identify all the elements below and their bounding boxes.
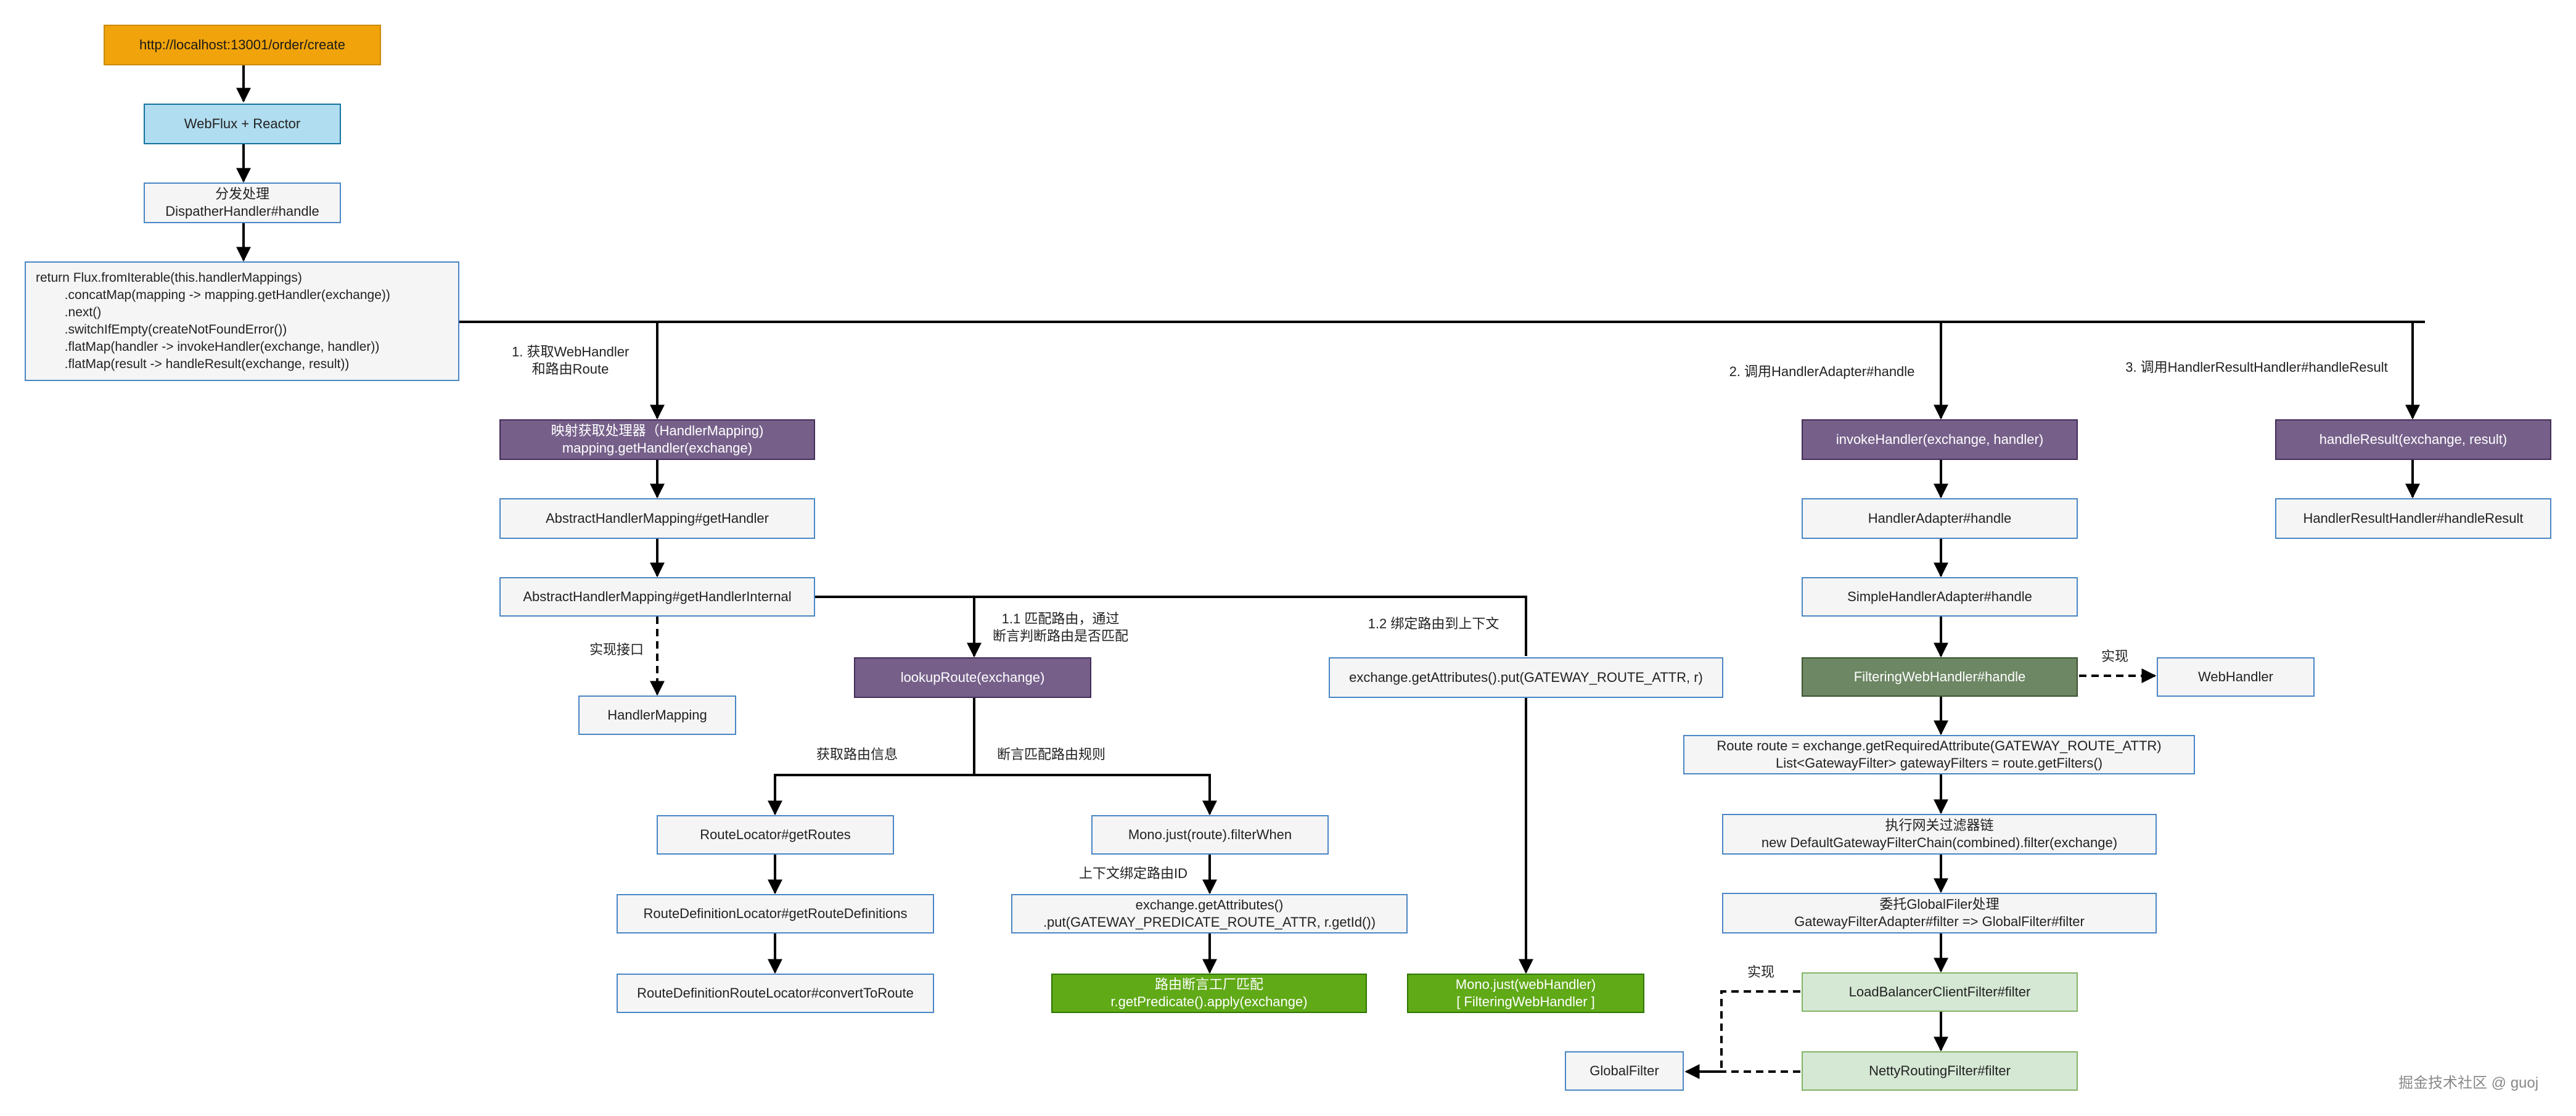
handler-mapping-text: HandlerMapping <box>607 707 707 723</box>
filter-chain-text-2: new DefaultGatewayFilterChain(combined).… <box>1761 835 2118 850</box>
code-line: .switchIfEmpty(createNotFoundError()) <box>36 322 287 337</box>
netty-routing-filter-node: NettyRoutingFilter#filter <box>1802 1051 2078 1091</box>
arrow-lookup-to-mono-filter <box>974 774 1217 816</box>
dashed-load-balancer-to-global-filter <box>1684 990 1800 1079</box>
filter-chain-text-1: 执行网关过滤器链 <box>1885 818 1994 833</box>
code-line: .flatMap(result -> handleResult(exchange… <box>36 357 350 371</box>
arrow-to-mapping <box>459 321 2425 418</box>
handler-adapter-text: HandlerAdapter#handle <box>1868 511 2012 526</box>
filter-chain-node: 执行网关过滤器链 new DefaultGatewayFilterChain(c… <box>1722 814 2157 855</box>
webflux-node: WebFlux + Reactor <box>144 104 341 144</box>
route-definition-locator-node: RouteDefinitionLocator#getRouteDefinitio… <box>617 894 934 933</box>
label-impl-interface: 实现接口 <box>589 642 644 657</box>
global-filter-adapter-text-1: 委托GlobalFiler处理 <box>1879 896 2000 912</box>
mapping-text-1: 映射获取处理器（HandlerMapping) <box>551 423 764 438</box>
global-filter-adapter-node: 委托GlobalFiler处理 GatewayFilterAdapter#fil… <box>1722 893 2157 933</box>
label-get-route-info: 获取路由信息 <box>816 747 898 762</box>
mapping-node: 映射获取处理器（HandlerMapping) mapping.getHandl… <box>499 419 815 460</box>
abstract-get-handler-internal-node: AbstractHandlerMapping#getHandlerInterna… <box>499 577 815 617</box>
watermark: 掘金技术社区 @ guoj <box>2398 1075 2539 1091</box>
mono-web-handler-text-2: [ FilteringWebHandler ] <box>1456 994 1595 1009</box>
handle-result-text: handleResult(exchange, result) <box>2319 432 2508 447</box>
label-bind-route: 1.2 绑定路由到上下文 <box>1368 616 1499 631</box>
handler-result-handler-node: HandlerResultHandler#handleResult <box>2275 498 2551 539</box>
code-line: return Flux.fromIterable(this.handlerMap… <box>36 271 302 285</box>
load-balancer-filter-node: LoadBalancerClientFilter#filter <box>1802 972 2078 1012</box>
dispatcher-code-node: return Flux.fromIterable(this.handlerMap… <box>25 261 459 381</box>
route-definition-route-locator-node: RouteDefinitionRouteLocator#convertToRou… <box>617 974 934 1013</box>
global-filter-adapter-text-2: GatewayFilterAdapter#filter => GlobalFil… <box>1794 914 2085 929</box>
filtering-web-handler-text: FilteringWebHandler#handle <box>1853 669 2026 684</box>
route-locator-text: RouteLocator#getRoutes <box>700 827 851 842</box>
label-invoke-handler-adapter: 2. 调用HandlerAdapter#handle <box>1729 364 1915 379</box>
url-text: http://localhost:13001/order/create <box>139 37 345 52</box>
lookup-route-node: lookupRoute(exchange) <box>854 657 1091 698</box>
route-attr-text-2: List<GatewayFilter> gatewayFilters = rou… <box>1775 755 2103 771</box>
exchange-put-route-node: exchange.getAttributes().put(GATEWAY_ROU… <box>1329 657 1723 698</box>
exchange-attr-node: exchange.getAttributes() .put(GATEWAY_PR… <box>1011 894 1408 933</box>
exchange-attr-text-1: exchange.getAttributes() <box>1135 897 1284 913</box>
label-impl-web-handler: 实现 <box>2101 649 2128 664</box>
invoke-handler-node: invokeHandler(exchange, handler) <box>1802 419 2078 460</box>
label-invoke-result-handler: 3. 调用HandlerResultHandler#handleResult <box>2125 359 2388 375</box>
global-filter-text: GlobalFilter <box>1589 1063 1659 1078</box>
simple-handler-adapter-node: SimpleHandlerAdapter#handle <box>1802 577 2078 617</box>
arrow-lookup-to-route-locator <box>768 698 975 816</box>
handler-result-handler-text: HandlerResultHandler#handleResult <box>2303 511 2524 526</box>
code-line: .concatMap(mapping -> mapping.getHandler… <box>36 288 390 302</box>
predicate-text-2: r.getPredicate().apply(exchange) <box>1110 994 1308 1009</box>
web-handler-text: WebHandler <box>2198 669 2273 684</box>
route-attr-node: Route route = exchange.getRequiredAttrib… <box>1683 735 2195 774</box>
label-ctx-bind-route-id: 上下文绑定路由ID <box>1078 866 1188 881</box>
netty-routing-filter-text: NettyRoutingFilter#filter <box>1869 1063 2011 1078</box>
route-attr-text-1: Route route = exchange.getRequiredAttrib… <box>1717 738 2162 753</box>
mono-filter-when-node: Mono.just(route).filterWhen <box>1091 815 1329 855</box>
mono-web-handler-node: Mono.just(webHandler) [ FilteringWebHand… <box>1407 974 1644 1013</box>
mapping-text-2: mapping.getHandler(exchange) <box>562 440 753 456</box>
url-node: http://localhost:13001/order/create <box>104 25 381 65</box>
label-impl-global-filter: 实现 <box>1747 964 1774 980</box>
predicate-node: 路由断言工厂匹配 r.getPredicate().apply(exchange… <box>1051 974 1367 1013</box>
handle-result-node: handleResult(exchange, result) <box>2275 419 2551 460</box>
code-line: .flatMap(handler -> invokeHandler(exchan… <box>36 340 380 354</box>
label-get-web-handler: 1. 获取WebHandler 和路由Route <box>512 344 630 377</box>
webflux-text: WebFlux + Reactor <box>184 116 301 131</box>
route-locator-node: RouteLocator#getRoutes <box>657 815 894 855</box>
mono-web-handler-text-1: Mono.just(webHandler) <box>1455 977 1596 992</box>
route-definition-locator-text: RouteDefinitionLocator#getRouteDefinitio… <box>643 906 908 921</box>
handler-mapping-node: HandlerMapping <box>578 695 736 735</box>
dispatcher-text-1: 分发处理 <box>215 186 269 202</box>
exchange-attr-text-2: .put(GATEWAY_PREDICATE_ROUTE_ATTR, r.get… <box>1043 914 1376 930</box>
mono-filter-when-text: Mono.just(route).filterWhen <box>1128 827 1292 842</box>
exchange-put-route-text: exchange.getAttributes().put(GATEWAY_ROU… <box>1349 670 1703 685</box>
load-balancer-filter-text: LoadBalancerClientFilter#filter <box>1848 984 2031 999</box>
label-match-route: 1.1 匹配路由，通过 断言判断路由是否匹配 <box>992 611 1128 644</box>
abstract-get-handler-text: AbstractHandlerMapping#getHandler <box>546 511 769 526</box>
dispatcher-text-2: DispatherHandler#handle <box>165 203 319 219</box>
lookup-route-text: lookupRoute(exchange) <box>900 670 1045 685</box>
global-filter-node: GlobalFilter <box>1565 1051 1684 1091</box>
invoke-handler-text: invokeHandler(exchange, handler) <box>1836 432 2044 447</box>
handler-adapter-node: HandlerAdapter#handle <box>1802 498 2078 539</box>
route-definition-route-locator-text: RouteDefinitionRouteLocator#convertToRou… <box>637 985 914 1001</box>
predicate-text-1: 路由断言工厂匹配 <box>1154 977 1263 992</box>
abstract-get-handler-node: AbstractHandlerMapping#getHandler <box>499 498 815 539</box>
dispatcher-node: 分发处理 DispatherHandler#handle <box>144 183 341 223</box>
web-handler-node: WebHandler <box>2157 657 2315 697</box>
simple-handler-adapter-text: SimpleHandlerAdapter#handle <box>1847 589 2032 604</box>
label-predicate-match-rule: 断言匹配路由规则 <box>996 747 1105 762</box>
abstract-get-handler-internal-text: AbstractHandlerMapping#getHandlerInterna… <box>523 589 792 604</box>
code-line: .next() <box>36 305 102 319</box>
filtering-web-handler-node: FilteringWebHandler#handle <box>1802 657 2078 697</box>
arrow-internal-to-lookup <box>815 596 1527 656</box>
